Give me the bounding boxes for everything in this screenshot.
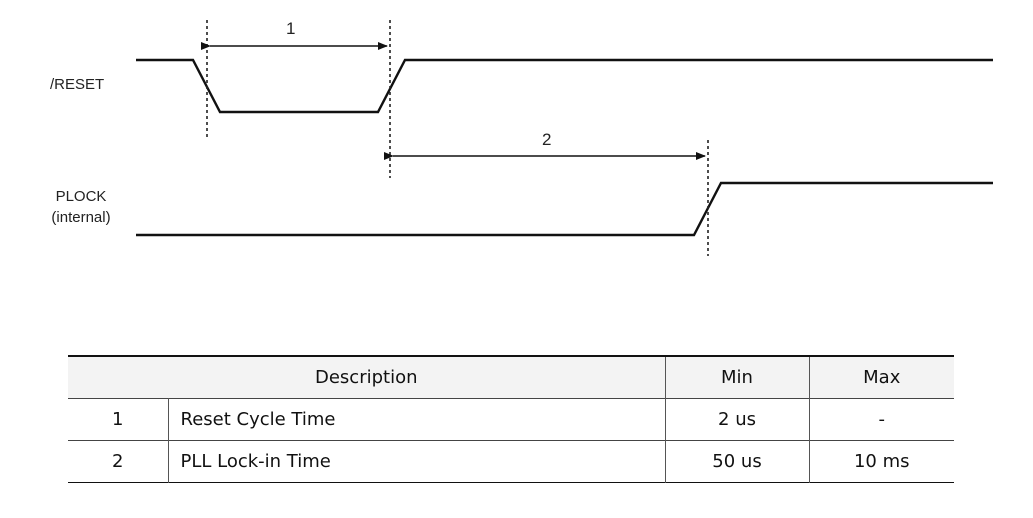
row-id: 1 — [112, 408, 124, 430]
header-min: Min — [664, 356, 809, 398]
row-min: 2 us — [664, 398, 809, 440]
plock-label-qualifier: (internal) — [51, 209, 111, 226]
table-row: 2 PLL Lock-in Time 50 us 10 ms — [68, 440, 954, 482]
timing-diagram — [136, 20, 993, 256]
timing-marker-1: 1 — [286, 19, 296, 38]
header-max: Max — [808, 356, 954, 398]
row-description: Reset Cycle Time — [167, 398, 665, 440]
reset-label-text: /RESET — [50, 76, 105, 93]
timing-parameters-table: Description Min Max 1 Reset Cycle Time 2… — [68, 355, 954, 483]
row-id: 2 — [112, 450, 124, 472]
header-description: Description — [314, 366, 418, 388]
plock-signal-label: PLOCK (internal) — [40, 186, 122, 228]
row-max: - — [808, 398, 954, 440]
row-max: 10 ms — [808, 440, 954, 482]
table-header-row: Description Min Max — [68, 356, 954, 398]
row-min: 50 us — [664, 440, 809, 482]
plock-label-name: PLOCK — [55, 188, 107, 205]
row-description: PLL Lock-in Time — [167, 440, 665, 482]
reset-waveform — [136, 58, 993, 114]
plock-waveform — [136, 181, 993, 237]
reset-signal-label: /RESET — [50, 74, 104, 95]
timing-marker-2: 2 — [542, 130, 552, 149]
table-row: 1 Reset Cycle Time 2 us - — [68, 398, 954, 440]
